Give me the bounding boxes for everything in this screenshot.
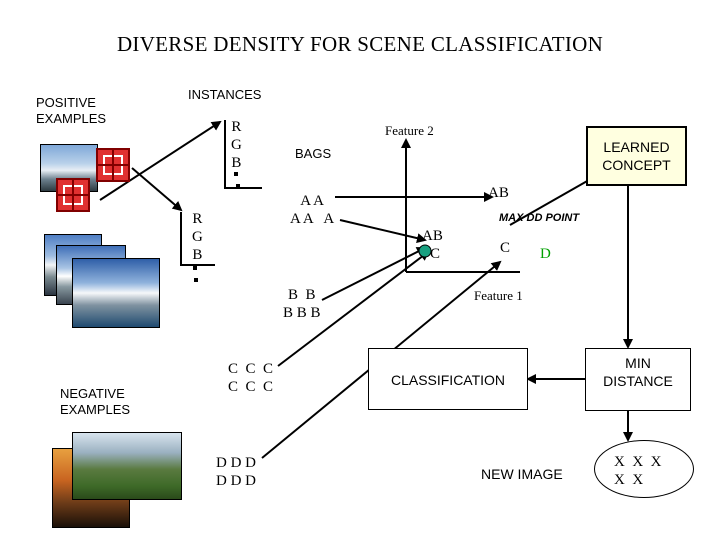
feature-point-c-mid: C [430, 246, 441, 262]
positive-to-instance-arrow-2 [99, 120, 222, 201]
classification-box: CLASSIFICATION [368, 348, 528, 410]
feature-point-c-right: C [500, 240, 511, 256]
feature-point-ab-mid: AB [422, 228, 443, 244]
bag-c-arrow [277, 250, 430, 367]
page-title: DIVERSE DENSITY FOR SCENE CLASSIFICATION [116, 32, 604, 56]
new-image-points-ellipse [594, 440, 694, 498]
instance-marker-1 [96, 148, 130, 182]
feature1-label: Feature 1 [474, 288, 523, 303]
negative-examples-label: NEGATIVE EXAMPLES [60, 386, 131, 417]
new-image-points: X X X X X [614, 454, 662, 488]
min-distance-label-2: DISTANCE [603, 373, 673, 389]
bag-b: B B B B B [283, 287, 321, 321]
instance-bracket-1 [224, 120, 262, 189]
feature-point-d-right: D [540, 246, 551, 262]
feature2-label: Feature 2 [385, 123, 434, 138]
learned-concept-arrow [509, 175, 598, 226]
rgb1-dot-2 [236, 184, 240, 188]
positive-photo-4 [72, 258, 160, 328]
max-dd-point [418, 244, 432, 258]
rgb2-dot-1 [193, 266, 197, 270]
bag-a-to-ab-arrow [339, 219, 427, 244]
positive-examples-label: POSITIVE EXAMPLES [36, 95, 107, 126]
rgb-group-1: R G B [231, 119, 242, 171]
bag-a: A A A A A [290, 193, 335, 227]
new-image-label: NEW IMAGE [481, 466, 563, 482]
instances-label: INSTANCES [188, 87, 262, 102]
min-distance-label-1: MIN [625, 355, 651, 371]
max-dd-point-label: MAX DD POINT [499, 212, 580, 224]
negative-photo-2 [72, 432, 182, 500]
feature-point-ab-top: AB [488, 185, 509, 201]
bags-label: BAGS [295, 146, 332, 161]
rgb1-dot-1 [234, 172, 238, 176]
instance-bracket-2 [180, 212, 215, 266]
rgb2-dot-2 [194, 278, 198, 282]
learned-concept-box: LEARNED CONCEPT [586, 126, 687, 186]
learned-concept-label-2: CONCEPT [602, 157, 671, 173]
classification-label: CLASSIFICATION [390, 372, 506, 388]
bag-c: C C C C C C [228, 361, 274, 395]
instance-marker-2 [56, 178, 90, 212]
bag-d: D D D D D D [216, 455, 256, 489]
min-distance-box: MIN DISTANCE [585, 348, 691, 411]
bag-b-arrow [321, 247, 427, 301]
rgb-group-2: R G B [192, 211, 203, 263]
learned-concept-label-1: LEARNED [603, 139, 670, 155]
